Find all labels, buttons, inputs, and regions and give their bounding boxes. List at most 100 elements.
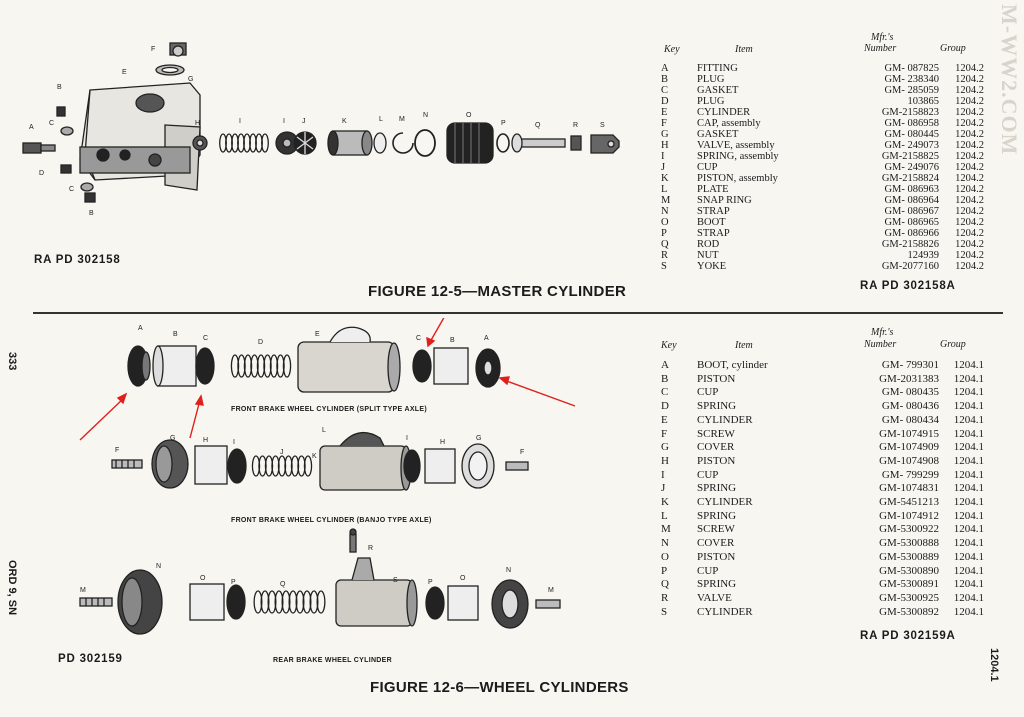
piston-b-left-part	[152, 345, 197, 387]
annotation-arrowhead-2	[194, 394, 204, 406]
part-key: B	[661, 372, 669, 385]
part-key: S	[661, 605, 668, 618]
fig1-label-e: E	[122, 69, 127, 76]
part-item: GASKET	[697, 85, 739, 96]
part-number: GM-5300891	[879, 578, 939, 591]
part-group: 1204.2	[955, 173, 984, 184]
spring-coil	[302, 590, 312, 614]
fig2-label-i-right: I	[406, 435, 408, 442]
part-group: 1204.2	[955, 217, 984, 228]
spring-coil	[274, 590, 284, 614]
fig2-label-m-left: M	[80, 587, 86, 594]
part-item: CUP	[697, 564, 719, 577]
piston-o-left-part	[189, 583, 225, 621]
fig1-label-o: O	[466, 112, 472, 119]
fig1-ref-left: RA PD 302158	[34, 254, 121, 266]
part-item: CUP	[697, 162, 718, 173]
annotation-arrowhead-1	[116, 392, 128, 405]
part-item: CYLINDER	[697, 413, 753, 426]
part-item: CAP, assembly	[697, 118, 761, 129]
cup-c-left-part	[195, 347, 215, 385]
fig2-header-key: Key	[661, 340, 677, 351]
spring-coil	[309, 590, 319, 614]
part-number: GM- 080445	[884, 129, 939, 140]
part-key: C	[661, 85, 669, 96]
part-group: 1204.2	[955, 228, 984, 239]
cover-g-right-part	[461, 443, 495, 489]
fig1-label-d: D	[39, 170, 44, 177]
part-number: GM-2031383	[879, 372, 939, 385]
fig2-ref-right: RA PD 302159A	[860, 630, 956, 642]
plug-b-lower-part	[84, 192, 96, 203]
part-group: 1204.2	[955, 118, 984, 129]
part-key: A	[661, 63, 669, 74]
annotation-arrowhead-3	[426, 336, 436, 348]
wheel-cylinders-illustration: A B C D E C B A F G H I J K L I H G F M …	[79, 318, 576, 635]
fig2-label-d: D	[258, 339, 263, 346]
part-key: R	[661, 250, 669, 261]
fig2-label-k: K	[312, 453, 317, 460]
caption-front-split: FRONT BRAKE WHEEL CYLINDER (SPLIT TYPE A…	[231, 406, 427, 413]
strap-p-part	[496, 133, 510, 153]
piston-h-left-part	[194, 445, 228, 485]
spring-coil	[260, 590, 270, 614]
part-number: GM-1074912	[879, 509, 939, 522]
screw-f-right-part	[505, 461, 529, 471]
part-item: BOOT	[697, 217, 726, 228]
annotation-arrow-1	[79, 397, 125, 441]
spring-coil	[288, 590, 298, 614]
spring-i-part	[219, 133, 269, 153]
fig1-header-group: Group	[940, 43, 966, 54]
part-number: GM- 086964	[884, 195, 939, 206]
fig1-label-a: A	[29, 124, 34, 131]
part-item: COVER	[697, 537, 735, 550]
part-group: 1204.1	[953, 509, 984, 522]
part-key: I	[661, 468, 665, 481]
part-number: GM-5300925	[879, 591, 939, 604]
gasket-g-part	[155, 64, 185, 76]
part-number: 124939	[907, 250, 940, 261]
red-annotations	[79, 318, 576, 441]
part-number: GM-2077160	[881, 261, 939, 272]
fig2-label-s: S	[393, 577, 398, 584]
part-number: GM- 086965	[884, 217, 939, 228]
fig2-label-q: Q	[280, 581, 286, 588]
part-key: N	[661, 206, 669, 217]
spring-coil	[281, 590, 291, 614]
part-group: 1204.2	[955, 162, 984, 173]
part-number: GM-5300890	[879, 564, 939, 577]
part-group: 1204.2	[955, 107, 984, 118]
part-item: STRAP	[697, 206, 730, 217]
spring-coil	[295, 590, 305, 614]
fig1-label-i: I	[239, 118, 241, 125]
part-group: 1204.1	[953, 482, 984, 495]
fig2-header-group: Group	[940, 339, 966, 350]
part-item: SNAP RING	[697, 195, 752, 206]
part-item: SPRING, assembly	[697, 151, 779, 162]
part-key: I	[661, 151, 665, 162]
part-key: C	[661, 386, 669, 399]
part-group: 1204.1	[953, 413, 984, 426]
fig2-label-f-left: F	[115, 447, 119, 454]
screw-m-left-part	[79, 597, 113, 607]
part-number: GM- 080434	[881, 413, 939, 426]
cover-g-left-part	[151, 439, 189, 489]
part-group: 1204.1	[953, 441, 984, 454]
part-item: SPRING	[697, 578, 737, 591]
fig2-label-g-left: G	[170, 435, 175, 442]
boot-o-part	[446, 122, 494, 164]
part-item: PISTON	[697, 372, 736, 385]
fig1-label-b-top: B	[57, 84, 62, 91]
cap-f-part	[169, 42, 187, 57]
part-group: 1204.1	[953, 591, 984, 604]
fig2-label-c-right: C	[416, 335, 421, 342]
plate-l-part	[373, 132, 387, 154]
part-key: D	[661, 96, 669, 107]
